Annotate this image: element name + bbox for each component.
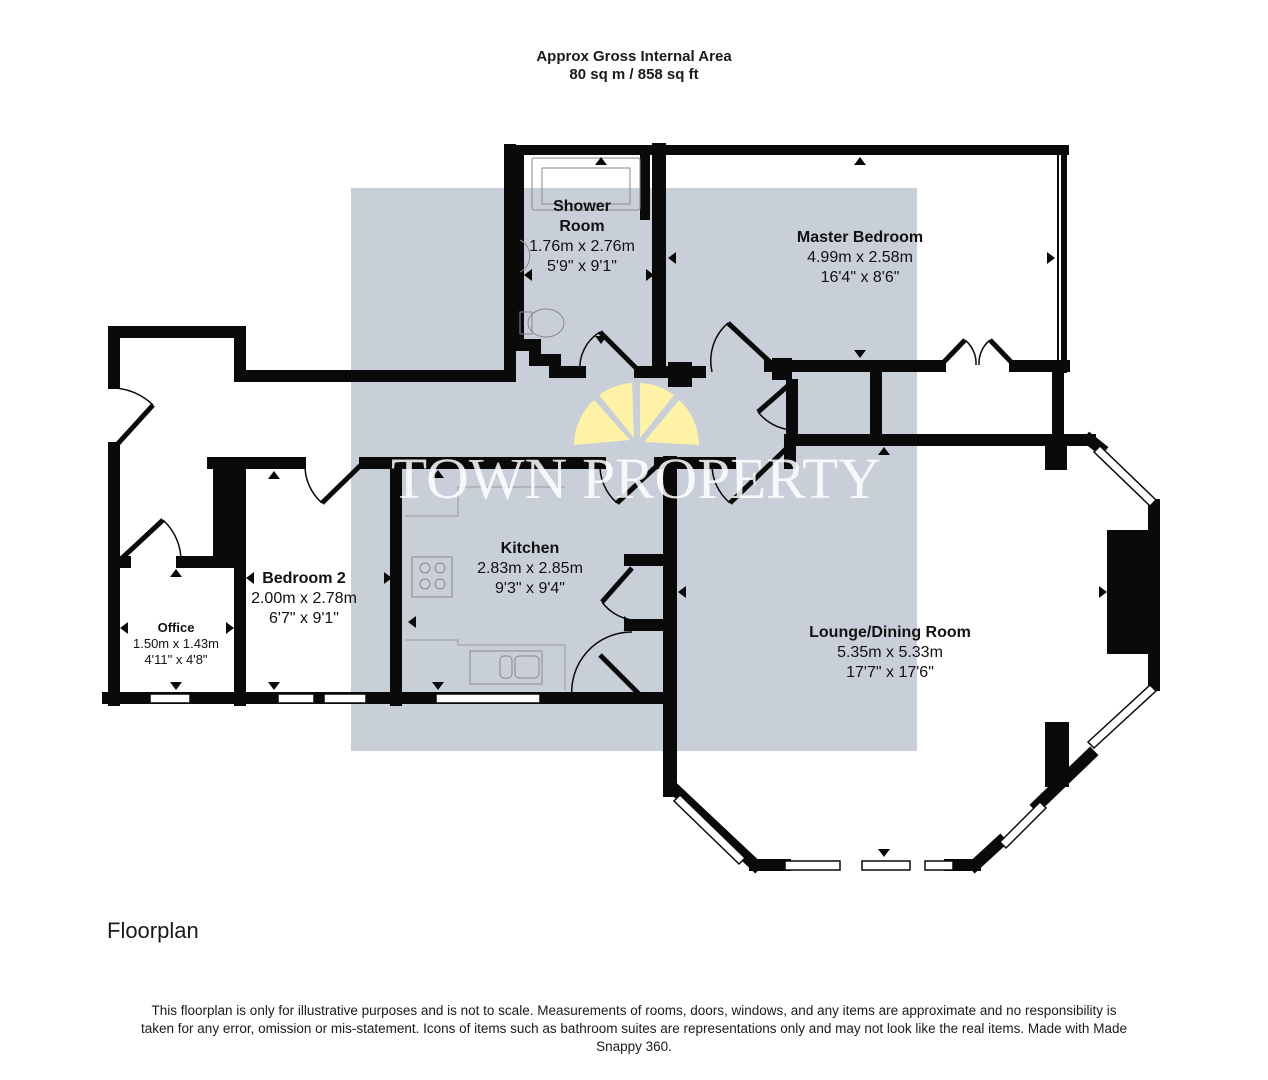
- room-name: Shower: [553, 198, 611, 215]
- room-imperial: 16'4" x 8'6": [820, 269, 900, 286]
- walls: [102, 143, 1160, 874]
- room-metric: 4.99m x 2.58m: [807, 249, 913, 266]
- area-title: Approx Gross Internal Area: [536, 48, 732, 65]
- room-name: Bedroom 2: [262, 570, 346, 587]
- room-office: Office 1.50m x 1.43m 4'11" x 4'8": [118, 620, 234, 668]
- area-header: Approx Gross Internal Area 80 sq m / 858…: [0, 48, 1268, 84]
- measurement-arrows: [120, 157, 1107, 857]
- sink-icon: [469, 650, 543, 685]
- sunburst-logo-icon: [574, 383, 699, 445]
- hob-icon: [411, 556, 453, 598]
- floorplan-caption: Floorplan: [107, 918, 199, 943]
- room-kitchen: Kitchen 2.83m x 2.85m 9'3" x 9'4": [450, 539, 610, 599]
- room-metric: 2.83m x 2.85m: [477, 560, 583, 577]
- room-imperial: 17'7" x 17'6": [846, 664, 934, 681]
- area-value: 80 sq m / 858 sq ft: [569, 66, 699, 83]
- room-metric: 1.50m x 1.43m: [133, 636, 219, 651]
- disclaimer-text: This floorplan is only for illustrative …: [141, 1003, 1127, 1054]
- doors: [112, 321, 1017, 699]
- room-name: Master Bedroom: [796, 229, 924, 246]
- room-name: Room: [559, 218, 605, 235]
- windows: [149, 444, 1158, 871]
- room-imperial: 6'7" x 9'1": [269, 610, 339, 627]
- room-shower-room: Shower Room 1.76m x 2.76m 5'9" x 9'1": [520, 197, 644, 277]
- room-bedroom-2: Bedroom 2 2.00m x 2.78m 6'7" x 9'1": [242, 569, 366, 629]
- watermark-overlay: [351, 188, 917, 751]
- shower-tray-icon: [531, 157, 641, 211]
- toilet-icon: [527, 308, 565, 338]
- fixtures: [405, 157, 641, 690]
- room-name: Office: [157, 620, 195, 635]
- room-imperial: 9'3" x 9'4": [495, 580, 565, 597]
- room-metric: 5.35m x 5.33m: [837, 644, 943, 661]
- room-name: Kitchen: [500, 540, 560, 557]
- basin-icon: [519, 239, 531, 273]
- room-master-bedroom: Master Bedroom 4.99m x 2.58m 16'4" x 8'6…: [760, 228, 960, 288]
- room-metric: 2.00m x 2.78m: [251, 590, 357, 607]
- room-name: Lounge/Dining Room: [809, 624, 971, 641]
- room-imperial: 4'11" x 4'8": [144, 652, 208, 667]
- watermark-text: TOWN PROPERTY: [391, 446, 881, 511]
- room-metric: 1.76m x 2.76m: [529, 238, 635, 255]
- room-imperial: 5'9" x 9'1": [547, 258, 617, 275]
- room-lounge-dining: Lounge/Dining Room 5.35m x 5.33m 17'7" x…: [780, 623, 1000, 683]
